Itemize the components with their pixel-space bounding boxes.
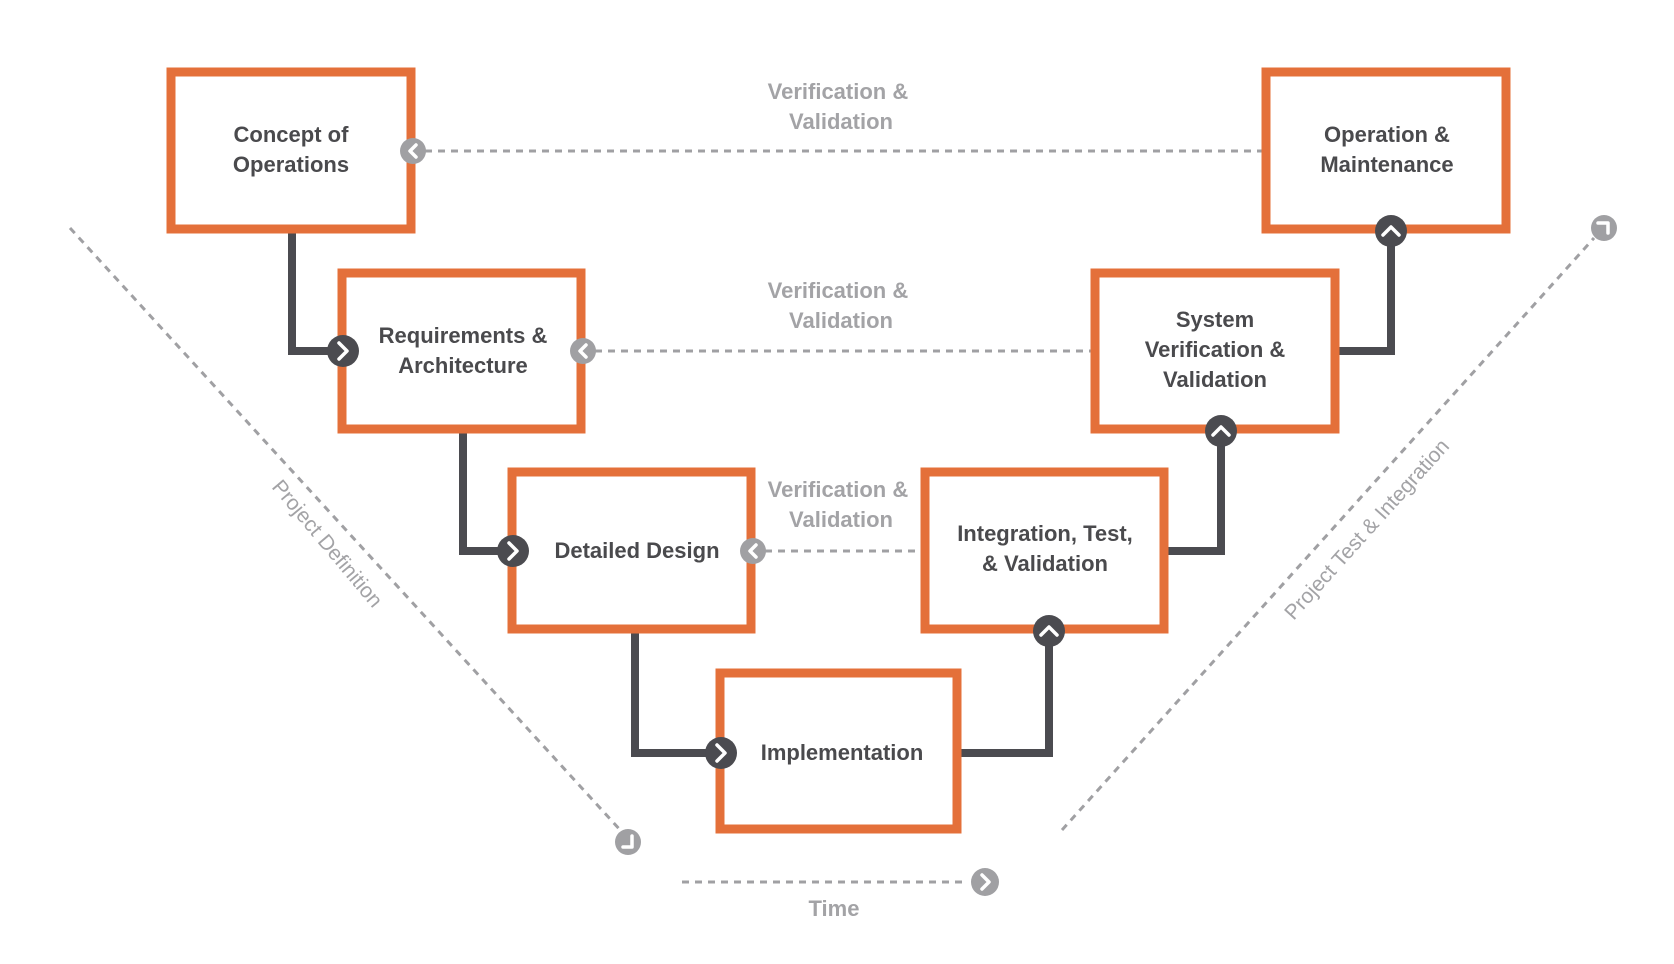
vv-label-bottom: Verification & Validation xyxy=(768,477,915,532)
project-test-integration-label: Project Test & Integration xyxy=(1280,435,1454,624)
project-test-integration-line xyxy=(1060,236,1596,832)
connector-design-implementation xyxy=(631,633,716,757)
box-requirements-architecture: Requirements &Architecture xyxy=(337,268,586,434)
chevron-right-icon xyxy=(497,535,529,567)
svg-text:Implementation: Implementation xyxy=(761,740,924,765)
vv-label-middle: Verification & Validation xyxy=(768,278,915,333)
chevron-up-icon xyxy=(1375,215,1407,247)
box-detailed-design: Detailed Design xyxy=(507,467,756,634)
time-arrow-icon xyxy=(971,868,999,896)
connector-concept-requirements xyxy=(288,233,338,355)
project-definition-line xyxy=(68,226,624,834)
project-definition-end-icon xyxy=(615,829,641,855)
svg-text:Integration, Test,& Validation: Integration, Test,& Validation xyxy=(957,521,1133,576)
vv-label-top: Verification & Validation xyxy=(768,79,915,134)
chevron-left-icon xyxy=(570,338,596,364)
box-integration-test-validation: Integration, Test,& Validation xyxy=(920,467,1169,634)
connector-system-operation xyxy=(1339,233,1395,355)
time-label: Time xyxy=(809,896,860,921)
chevron-left-icon xyxy=(400,138,426,164)
box-implementation: Implementation xyxy=(715,668,962,834)
chevron-right-icon xyxy=(705,737,737,769)
connector-requirements-design xyxy=(459,433,508,555)
chevron-left-icon xyxy=(740,538,766,564)
project-test-integration-end-icon xyxy=(1591,215,1617,241)
project-definition-label: Project Definition xyxy=(267,476,387,612)
connector-implementation-integration xyxy=(961,633,1053,757)
chevron-right-icon xyxy=(327,335,359,367)
connector-integration-system xyxy=(1168,433,1225,555)
chevron-up-icon xyxy=(1205,415,1237,447)
svg-text:Detailed Design: Detailed Design xyxy=(554,538,719,563)
svg-text:Requirements &Architecture: Requirements &Architecture xyxy=(379,323,548,378)
chevron-up-icon xyxy=(1033,615,1065,647)
svg-text:Operation &Maintenance: Operation &Maintenance xyxy=(1320,122,1453,177)
box-operation-maintenance: Operation &Maintenance xyxy=(1261,67,1511,234)
